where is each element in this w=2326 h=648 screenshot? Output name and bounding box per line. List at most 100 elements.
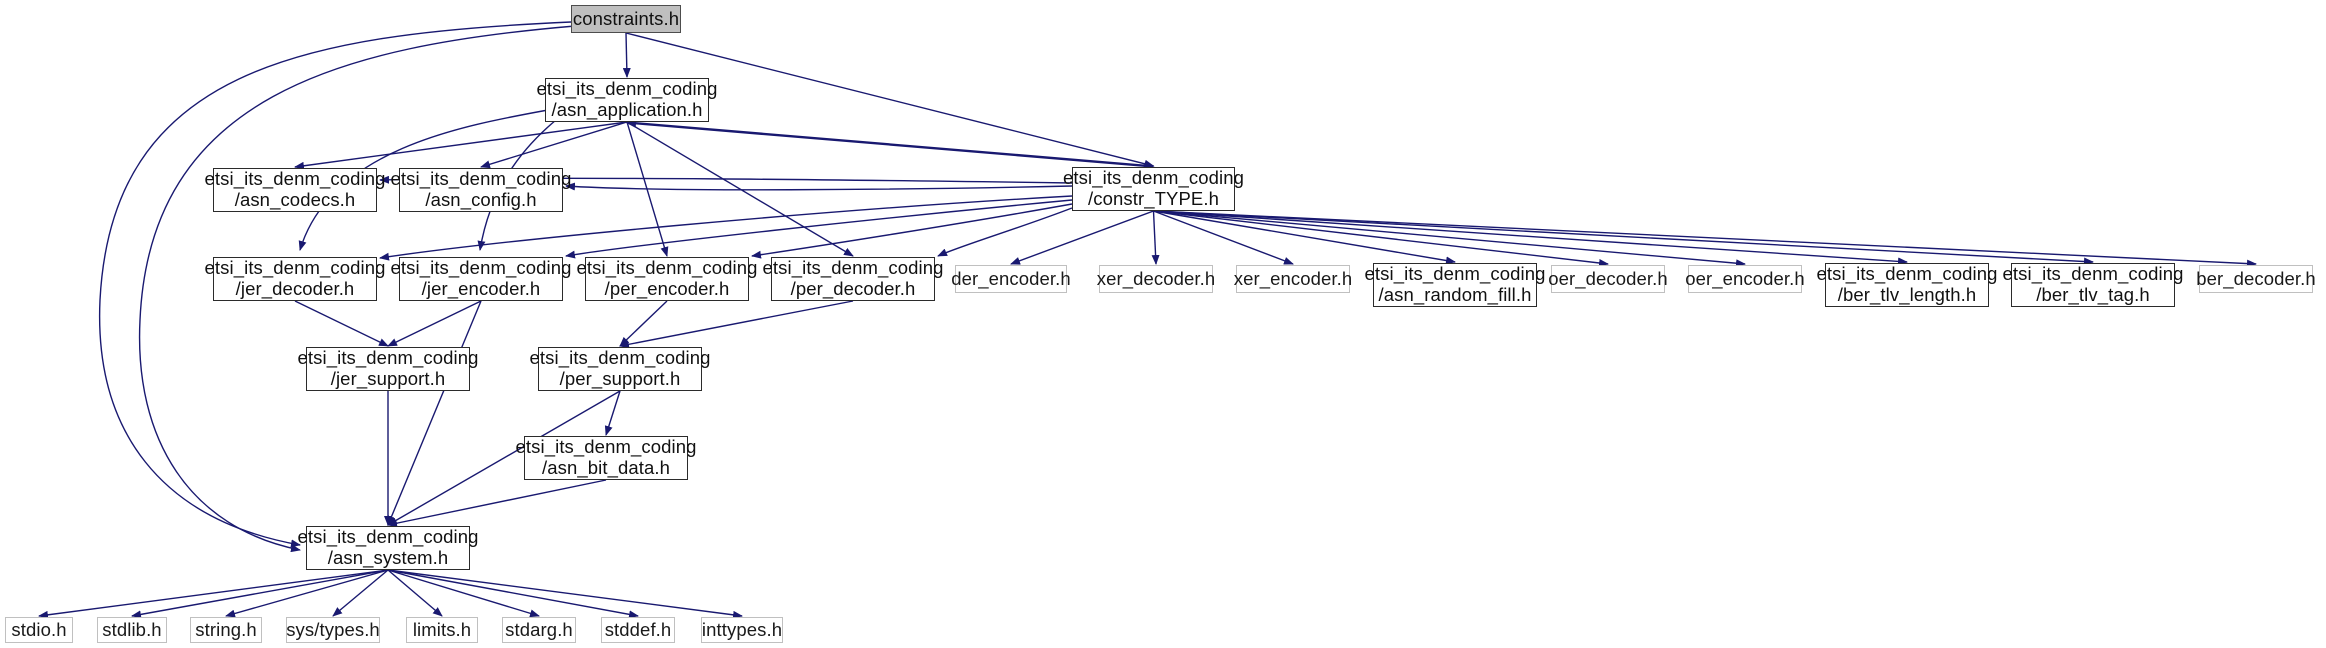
node-label-stdarg: stdarg.h [505,618,573,640]
edge-asn_system-to-stdlib [131,569,389,619]
node-label-inttypes: inttypes.h [701,618,783,640]
edge-jer_encoder-to-jer_support [387,300,482,347]
node-der_encoder[interactable]: der_encoder.h [951,265,1071,293]
node-stdarg[interactable]: stdarg.h [502,617,576,643]
node-label-asn_bit_data: etsi_its_denm_coding /asn_bit_data.h [515,436,697,478]
node-label-xer_encoder: xer_encoder.h [1233,267,1353,289]
edge-constr_TYPE-to-xer_encoder [1153,210,1294,265]
node-label-jer_encoder: etsi_its_denm_coding /jer_encoder.h [390,257,572,299]
edge-constr_TYPE-to-oer_encoder [1153,210,1746,268]
edge-constr_TYPE-to-asn_random_fill [1153,210,1456,265]
node-ber_tlv_length[interactable]: etsi_its_denm_coding /ber_tlv_length.h [1817,263,1997,307]
node-stdio[interactable]: stdio.h [5,617,73,643]
node-asn_bit_data[interactable]: etsi_its_denm_coding /asn_bit_data.h [516,436,696,480]
node-label-per_decoder: etsi_its_denm_coding /per_decoder.h [762,257,944,299]
node-ber_decoder[interactable]: ber_decoder.h [2196,265,2316,293]
node-label-stddef: stddef.h [604,618,672,640]
node-label-stdlib: stdlib.h [102,618,162,640]
node-label-der_encoder: der_encoder.h [951,267,1071,289]
edge-constr_TYPE-to-oer_decoder [1153,210,1609,267]
edge-per_support-to-asn_bit_data [604,390,621,436]
node-per_support[interactable]: etsi_its_denm_coding /per_support.h [530,347,710,391]
edge-constr_TYPE-to-asn_config [565,182,1073,191]
node-label-jer_decoder: etsi_its_denm_coding /jer_decoder.h [204,257,386,299]
node-oer_decoder[interactable]: oer_decoder.h [1548,265,1668,293]
node-label-asn_config: etsi_its_denm_coding /asn_config.h [390,168,572,210]
edge-asn_system-to-stdarg [387,569,540,618]
edge-asn_system-to-string [225,569,389,618]
node-stddef[interactable]: stddef.h [601,617,675,643]
edge-constr_TYPE-to-asn_application [626,119,1154,168]
edge-constr_TYPE-to-der_encoder [1010,210,1154,265]
edge-constraints-to-asn_system [98,21,572,548]
node-label-constraints: constraints.h [572,7,680,29]
node-ber_tlv_tag[interactable]: etsi_its_denm_coding /ber_tlv_tag.h [2003,263,2183,307]
node-asn_codecs[interactable]: etsi_its_denm_coding /asn_codecs.h [205,168,385,212]
node-label-jer_support: etsi_its_denm_coding /jer_support.h [297,347,479,389]
edge-constr_TYPE-to-xer_decoder [1151,210,1160,265]
edge-asn_bit_data-to-asn_system [387,479,607,528]
node-label-per_support: etsi_its_denm_coding /per_support.h [529,347,711,389]
node-asn_system[interactable]: etsi_its_denm_coding /asn_system.h [298,526,478,570]
node-label-asn_application: etsi_its_denm_coding /asn_application.h [536,78,718,120]
node-label-asn_system: etsi_its_denm_coding /asn_system.h [297,526,479,568]
edge-jer_encoder-to-asn_system [387,300,482,526]
edge-asn_system-to-stdio [38,569,389,619]
node-stdlib[interactable]: stdlib.h [97,617,167,643]
edge-per_support-to-asn_system [387,390,621,526]
edge-per_encoder-to-per_support [619,300,668,347]
edge-asn_system-to-stddef [387,569,639,619]
edge-constr_TYPE-to-ber_tlv_length [1153,210,1908,266]
edge-asn_system-to-limits [387,569,443,617]
node-label-stdio: stdio.h [11,618,67,640]
edge-constr_TYPE-to-per_decoder [937,207,1073,257]
edge-constr_TYPE-to-jer_decoder [379,195,1073,261]
node-constr_TYPE[interactable]: etsi_its_denm_coding /constr_TYPE.h [1063,167,1244,211]
edge-constr_TYPE-to-per_encoder [751,203,1073,259]
node-per_decoder[interactable]: etsi_its_denm_coding /per_decoder.h [763,257,943,301]
edge-constraints-to-asn_system [138,25,576,553]
edge-asn_system-to-systypes [332,569,389,617]
node-xer_decoder[interactable]: xer_decoder.h [1096,265,1216,293]
node-label-asn_random_fill: etsi_its_denm_coding /asn_random_fill.h [1364,263,1546,305]
node-limits[interactable]: limits.h [406,617,478,643]
edge-asn_application-to-constr_TYPE [626,121,1155,170]
node-asn_config[interactable]: etsi_its_denm_coding /asn_config.h [391,168,571,212]
edge-lines [38,21,2257,619]
edge-asn_application-to-asn_codecs [294,121,628,170]
node-label-asn_codecs: etsi_its_denm_coding /asn_codecs.h [204,168,386,210]
node-inttypes[interactable]: inttypes.h [701,617,783,643]
node-jer_support[interactable]: etsi_its_denm_coding /jer_support.h [298,347,478,391]
node-label-oer_encoder: oer_encoder.h [1685,267,1805,289]
edge-jer_decoder-to-jer_support [294,300,389,347]
edge-asn_application-to-asn_config [480,121,628,169]
node-label-per_encoder: etsi_its_denm_coding /per_encoder.h [576,257,758,299]
node-label-string: string.h [195,618,257,640]
edge-per_decoder-to-per_support [619,300,854,349]
edge-constr_TYPE-to-ber_decoder [1153,210,2257,268]
node-xer_encoder[interactable]: xer_encoder.h [1233,265,1353,293]
node-label-ber_decoder: ber_decoder.h [2196,267,2316,289]
node-asn_random_fill[interactable]: etsi_its_denm_coding /asn_random_fill.h [1365,263,1545,307]
node-oer_encoder[interactable]: oer_encoder.h [1685,265,1805,293]
node-asn_application[interactable]: etsi_its_denm_coding /asn_application.h [537,78,717,122]
node-jer_decoder[interactable]: etsi_its_denm_coding /jer_decoder.h [205,257,385,301]
edge-constraints-to-asn_application [622,32,631,78]
node-label-ber_tlv_length: etsi_its_denm_coding /ber_tlv_length.h [1816,263,1998,305]
edge-constraints-to-constr_TYPE [625,32,1155,168]
node-label-systypes: sys/types.h [286,618,380,640]
node-string[interactable]: string.h [190,617,262,643]
edge-asn_system-to-inttypes [387,569,743,619]
node-label-xer_decoder: xer_decoder.h [1096,267,1216,289]
node-per_encoder[interactable]: etsi_its_denm_coding /per_encoder.h [577,257,757,301]
node-systypes[interactable]: sys/types.h [286,617,380,643]
edge-asn_application-to-per_encoder [626,121,669,257]
edge-constr_TYPE-to-jer_encoder [565,199,1073,259]
node-jer_encoder[interactable]: etsi_its_denm_coding /jer_encoder.h [391,257,571,301]
edge-constr_TYPE-to-ber_tlv_tag [1153,210,2094,266]
node-label-limits: limits.h [412,618,472,640]
node-label-oer_decoder: oer_decoder.h [1548,267,1668,289]
node-constraints[interactable]: constraints.h [571,5,681,33]
